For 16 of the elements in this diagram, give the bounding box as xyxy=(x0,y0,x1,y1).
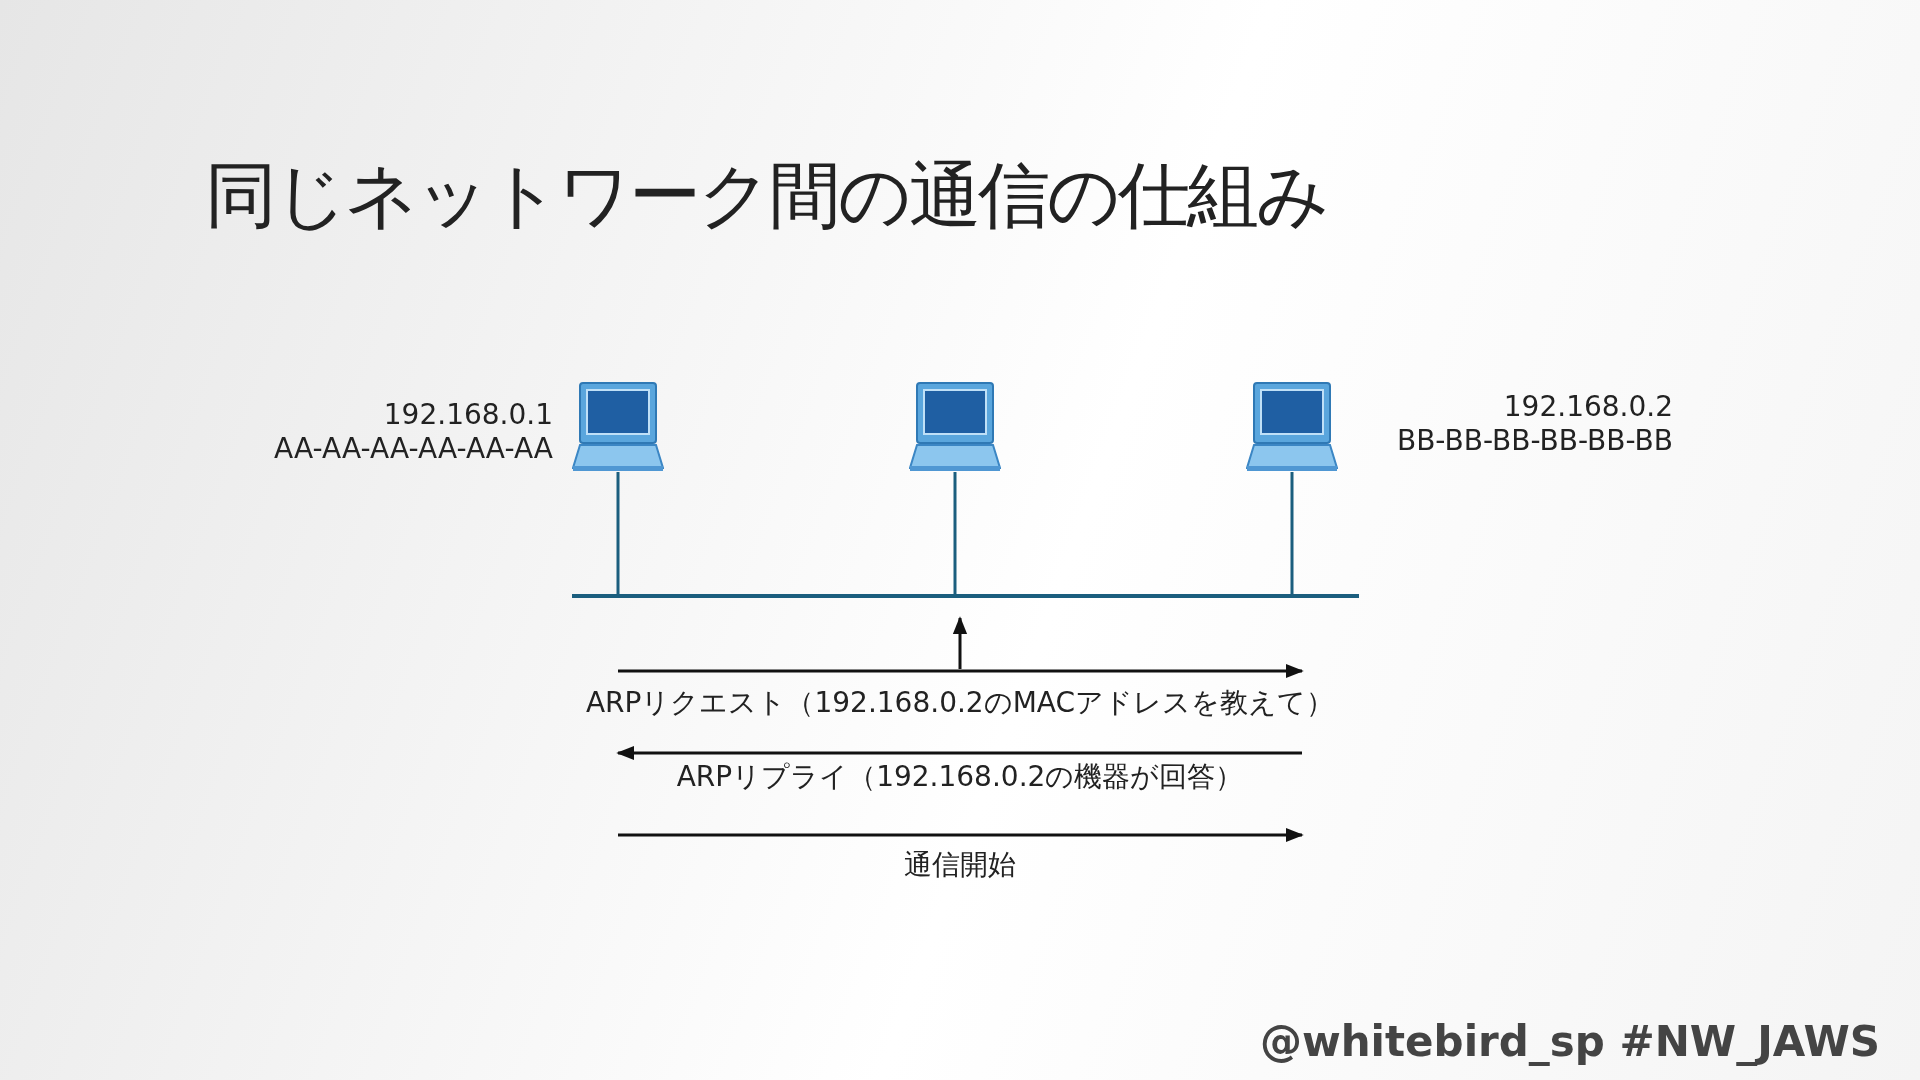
connector-line xyxy=(953,472,957,594)
laptop-icon xyxy=(909,382,1001,472)
footer-text: @whitebird_sp #NW_JAWS xyxy=(1259,1016,1880,1068)
message-label: 通信開始 xyxy=(904,848,1016,882)
mac-address: BB-BB-BB-BB-BB-BB xyxy=(1396,424,1673,458)
title: 同じネットワーク間の通信の仕組み xyxy=(205,152,1327,239)
arrow xyxy=(952,616,968,669)
connector-line xyxy=(1290,472,1294,594)
laptop-icon xyxy=(572,382,664,472)
ip-address: 192.168.0.1 xyxy=(383,398,553,432)
message-label: ARPリクエスト（192.168.0.2のMACアドレスを教えて） xyxy=(585,686,1335,720)
message-label: ARPリプライ（192.168.0.2の機器が回答） xyxy=(676,760,1244,794)
ip-address: 192.168.0.2 xyxy=(1503,390,1673,424)
connector-line xyxy=(616,472,620,594)
laptop-icon xyxy=(1246,382,1338,472)
mac-address: AA-AA-AA-AA-AA-AA xyxy=(274,432,553,466)
